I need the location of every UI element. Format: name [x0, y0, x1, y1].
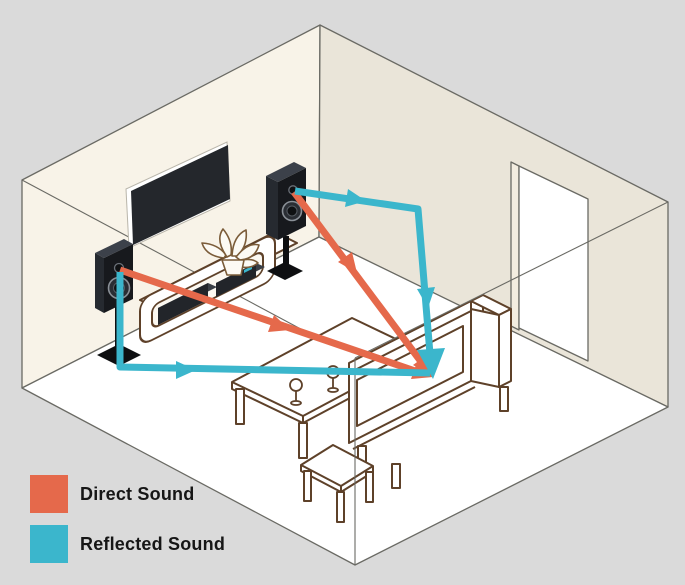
reflected-arrowhead	[417, 287, 435, 308]
sofa-leg	[391, 463, 401, 489]
reflected-arrowhead	[345, 189, 366, 207]
coffee-table-leg	[235, 388, 245, 425]
direct-sound-path-right	[291, 189, 428, 370]
tv-screen	[131, 145, 230, 245]
coffee-table-leg	[298, 422, 308, 459]
plant	[201, 228, 260, 276]
reflected-arrowhead	[176, 361, 196, 379]
wine-glass-base	[290, 400, 302, 406]
legend-item-reflected: Reflected Sound	[30, 525, 225, 563]
reflected-sound-swatch	[30, 525, 68, 563]
direct-sound-swatch	[30, 475, 68, 513]
plant-pot	[221, 259, 245, 276]
wine-glass-bowl	[289, 378, 303, 392]
right-woofer-cone	[286, 205, 298, 217]
left-speaker-top	[95, 239, 133, 258]
door-opening	[518, 165, 589, 362]
reflected-arrowhead	[417, 348, 445, 379]
sofa-arm-inner	[470, 308, 500, 388]
reflected-sound-path-right	[294, 187, 435, 367]
reflected-sound-path-left	[116, 272, 431, 377]
legend-label-direct: Direct Sound	[80, 483, 195, 504]
reflected-sound-paths	[116, 187, 445, 379]
direct-arrowhead	[268, 315, 290, 332]
plant-leaf	[219, 228, 233, 258]
near-wall-edge-right	[354, 201, 669, 359]
right-speaker	[266, 162, 306, 280]
sofa-arm-outer	[498, 308, 512, 388]
stool-leg	[365, 471, 374, 503]
right-speaker-top	[266, 162, 306, 182]
stool-leg	[336, 491, 345, 523]
legend-label-reflected: Reflected Sound	[80, 533, 226, 554]
right-speaker-stand-pole	[283, 236, 289, 268]
sofa-leg	[499, 386, 509, 412]
right-speaker-side	[266, 176, 278, 240]
stool-leg	[303, 470, 312, 502]
legend-item-direct: Direct Sound	[30, 475, 225, 513]
sofa-base-rail	[352, 386, 476, 450]
direct-arrowhead	[338, 252, 357, 273]
legend: Direct Sound Reflected Sound	[30, 475, 225, 563]
left-speaker-side	[95, 253, 104, 313]
right-speaker-stand-base	[267, 262, 303, 280]
wine-glass-base	[327, 387, 339, 393]
door-jamb	[510, 161, 520, 331]
tv	[125, 141, 231, 249]
near-wall-edges	[354, 201, 669, 565]
